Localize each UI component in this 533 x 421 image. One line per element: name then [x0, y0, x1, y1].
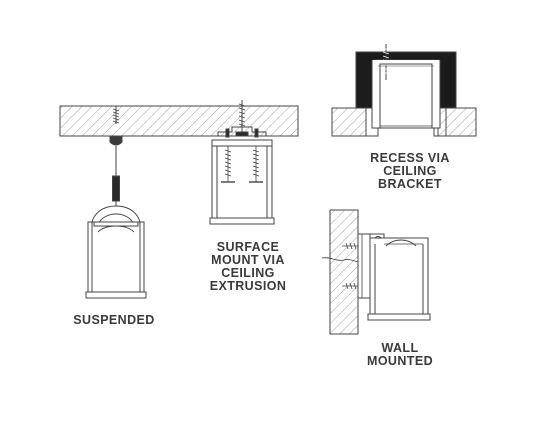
caption-surface-mount: SURFACE MOUNT VIA CEILING EXTRUSION: [188, 241, 308, 293]
caption-line: CEILING: [221, 266, 275, 280]
wall-bracket: [357, 233, 371, 299]
caption-line: SUSPENDED: [73, 313, 155, 327]
suspended-fixture: [85, 106, 147, 299]
recess-mount-fixture: [331, 44, 477, 137]
canopy-icon: [109, 135, 123, 146]
caption-line: SURFACE: [216, 240, 280, 254]
caption-line: RECESS VIA: [370, 151, 450, 165]
surface-luminaire-body: [209, 139, 275, 225]
feed-cable: [321, 257, 361, 263]
ceiling-extrusion: [217, 126, 267, 138]
mounting-screw-icon: [221, 146, 235, 183]
surface-mount-fixture: [209, 100, 275, 225]
caption-line: MOUNT VIA: [211, 253, 285, 267]
caption-line: BRACKET: [378, 177, 442, 191]
caption-line: CEILING: [383, 164, 437, 178]
mounting-screw-icon: [249, 146, 263, 183]
wall-mount-fixture: [321, 209, 431, 335]
recessed-luminaire-body: [365, 60, 447, 137]
caption-recess: RECESS VIA CEILING BRACKET: [350, 152, 470, 191]
ceiling-screw-icon: [112, 106, 120, 124]
wall-luminaire-body: [367, 237, 431, 321]
cable-gripper-icon: [112, 175, 120, 202]
caption-line: MOUNTED: [367, 354, 433, 368]
caption-line: WALL: [381, 341, 419, 355]
hanger-bracket-icon: [91, 205, 141, 225]
caption-suspended: SUSPENDED: [54, 314, 174, 327]
caption-line: EXTRUSION: [209, 279, 287, 293]
caption-wall-mounted: WALL MOUNTED: [340, 342, 460, 368]
ceiling-section-right: [437, 107, 477, 137]
ceiling-section-left: [331, 107, 367, 137]
suspended-luminaire-body: [85, 221, 147, 299]
wall-section: [329, 209, 359, 335]
